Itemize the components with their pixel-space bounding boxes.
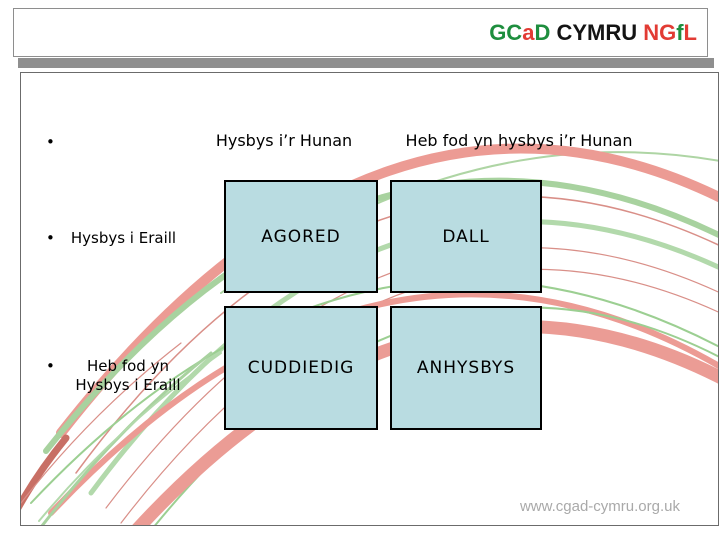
logo-band: GCaD CYMRU NGfL	[13, 8, 708, 57]
bullet-icon: •	[46, 133, 55, 151]
header-shadow-bar	[18, 58, 714, 68]
bullet-icon: •	[46, 357, 55, 375]
row-label-line: Heb fod yn	[87, 357, 169, 375]
logo-segment: NG	[643, 19, 677, 45]
bullet-item-known-to-others: • Hysbys i Eraill	[46, 229, 176, 248]
column-header-not-known-to-self: Heb fod yn hysbys i’r Hunan	[405, 131, 633, 150]
logo: GCaD CYMRU NGfL	[453, 0, 697, 72]
quadrant-dall: DALL	[390, 180, 542, 293]
bullet-icon: •	[46, 229, 55, 247]
logo-segment: GC	[489, 19, 523, 45]
logo-segment: CYMRU	[550, 19, 644, 45]
quadrant-cuddiedig: CUDDIEDIG	[224, 306, 378, 430]
footer-url: www.cgad-cymru.org.uk	[519, 498, 680, 515]
logo-segment: a	[522, 19, 535, 45]
content-panel: Hysbys i’r Hunan Heb fod yn hysbys i’r H…	[20, 72, 719, 526]
logo-segment: L	[683, 19, 697, 45]
row-label-line: Hysbys i Eraill	[75, 376, 181, 394]
bullet-item-empty: •	[46, 133, 55, 152]
logo-segment: f	[676, 19, 684, 45]
bullet-item-not-known-to-others: • Heb fod yn Hysbys i Eraill	[46, 357, 181, 394]
quadrant-agored: AGORED	[224, 180, 378, 293]
row-label-not-known-to-others: Heb fod yn Hysbys i Eraill	[53, 357, 203, 395]
logo-segment: D	[534, 19, 551, 45]
row-label-known-to-others: Hysbys i Eraill	[70, 229, 177, 247]
quadrant-anhysbys: ANHYSBYS	[390, 306, 542, 430]
column-header-known-to-self: Hysbys i’r Hunan	[215, 131, 353, 150]
